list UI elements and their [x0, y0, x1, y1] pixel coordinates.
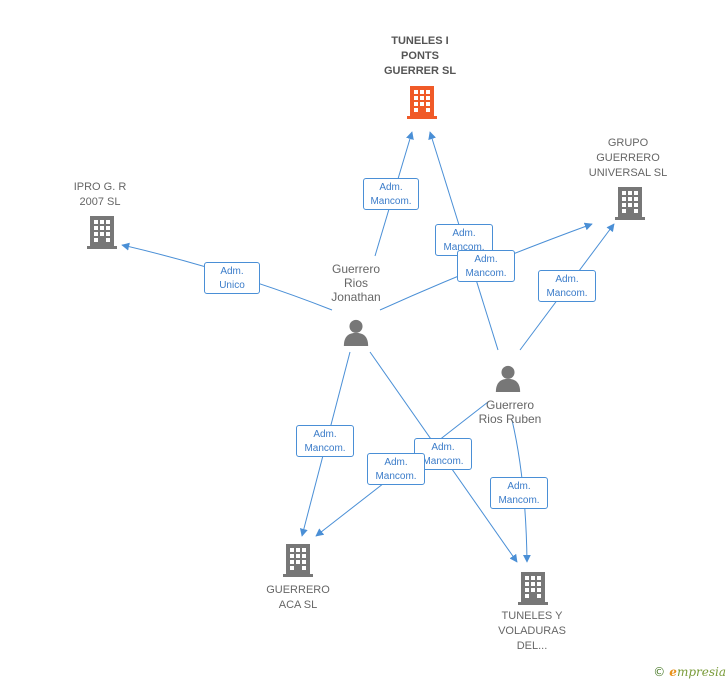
edge-label-jonathan-grupo-guerrero[interactable]: Adm. Mancom. — [457, 250, 515, 282]
empresia-watermark: ©empresia — [653, 665, 726, 679]
edge-label-ruben-grupo-guerrero[interactable]: Adm. Mancom. — [538, 270, 596, 302]
building-icon[interactable] — [615, 187, 645, 220]
building-icon[interactable] — [407, 86, 437, 119]
edge-label-jonathan-ipro[interactable]: Adm. Unico — [204, 262, 260, 294]
building-icon[interactable] — [518, 572, 548, 605]
edge-label-jonathan-tuneles-ponts[interactable]: Adm. Mancom. — [363, 178, 419, 210]
edge-label-ruben-guerrero-aca[interactable]: Adm. Mancom. — [367, 453, 425, 485]
building-icon[interactable] — [87, 216, 117, 249]
node-label-jonathan[interactable]: Guerrero Rios Jonathan — [331, 262, 381, 304]
node-label-tuneles-ponts[interactable]: TUNELES I PONTS GUERRER SL — [383, 35, 457, 77]
node-label-grupo-guerrero[interactable]: GRUPO GUERRERO UNIVERSAL SL — [588, 137, 668, 179]
node-label-ruben[interactable]: Guerrero Rios Ruben — [478, 398, 542, 426]
brand-name: mpresia — [676, 665, 726, 679]
node-label-ipro[interactable]: IPRO G. R 2007 SL — [73, 181, 127, 208]
person-icon[interactable] — [495, 365, 521, 392]
person-icon[interactable] — [343, 319, 369, 346]
building-icon[interactable] — [283, 544, 313, 577]
node-label-guerrero-aca[interactable]: GUERRERO ACA SL — [266, 584, 330, 611]
copyright-symbol: © — [653, 665, 666, 679]
edge-label-ruben-tuneles-voladuras[interactable]: Adm. Mancom. — [490, 477, 548, 509]
edge-label-jonathan-guerrero-aca[interactable]: Adm. Mancom. — [296, 425, 354, 457]
brand-initial: e — [669, 665, 677, 679]
node-label-tuneles-voladuras[interactable]: TUNELES Y VOLADURAS DEL... — [498, 610, 566, 652]
